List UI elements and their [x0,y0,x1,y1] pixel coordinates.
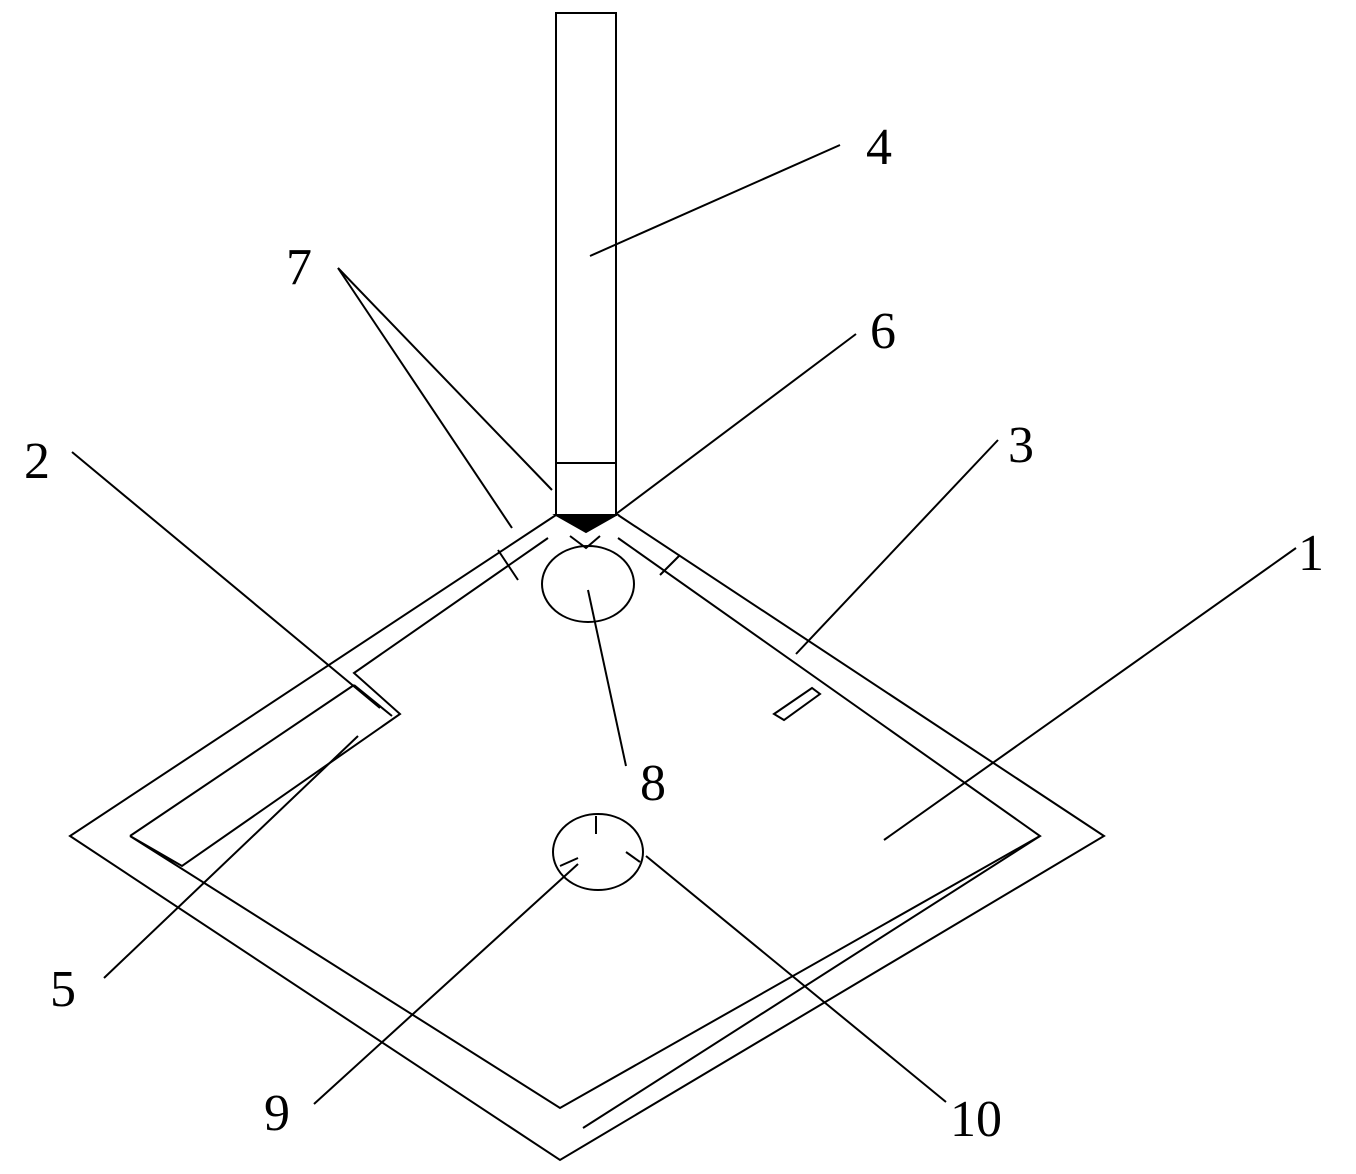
leader-4 [589,144,841,257]
label-4: 4 [866,119,892,176]
frame-inner-left-wall [129,684,355,837]
label-8: 8 [640,755,666,812]
leader-5 [103,735,359,979]
gauge-circle [552,813,644,891]
divider-left [497,549,519,581]
label-2: 2 [24,433,50,490]
frame [68,514,1106,1162]
divider-right [659,554,681,576]
leader-7a [337,267,553,491]
labels: 1 2 3 4 5 6 7 8 9 10 [24,119,1324,1148]
leader-6 [615,333,857,515]
frame-outer-edge [68,514,1106,1162]
gauge-tick-right [625,851,641,863]
probe [552,12,620,534]
fitting-3-body [772,686,822,722]
leader-3 [795,439,999,655]
leader-7b [337,267,513,529]
label-3: 3 [1008,417,1034,474]
leader-2 [71,451,381,709]
channel-dividers [497,549,681,581]
label-7: 7 [286,239,312,296]
leader-9 [313,863,579,1105]
frame-inner-edge [129,537,1042,1110]
gauge [552,813,644,891]
circle-8 [541,545,635,623]
probe-tube [555,12,617,516]
frame-bottom-channel [582,835,1041,1129]
label-9: 9 [264,1085,290,1142]
probe-tip [552,514,620,534]
leader-10 [645,855,947,1103]
leader-8 [587,589,627,767]
right-fitting [772,686,822,722]
label-5: 5 [50,961,76,1018]
frame-left-step [353,684,393,717]
label-10: 10 [950,1091,1002,1148]
circle-8-connector [569,535,601,550]
label-1: 1 [1298,525,1324,582]
label-6: 6 [870,303,896,360]
leader-1 [883,547,1297,841]
leaders [71,144,1297,1105]
gauge-tick-left [559,857,579,867]
